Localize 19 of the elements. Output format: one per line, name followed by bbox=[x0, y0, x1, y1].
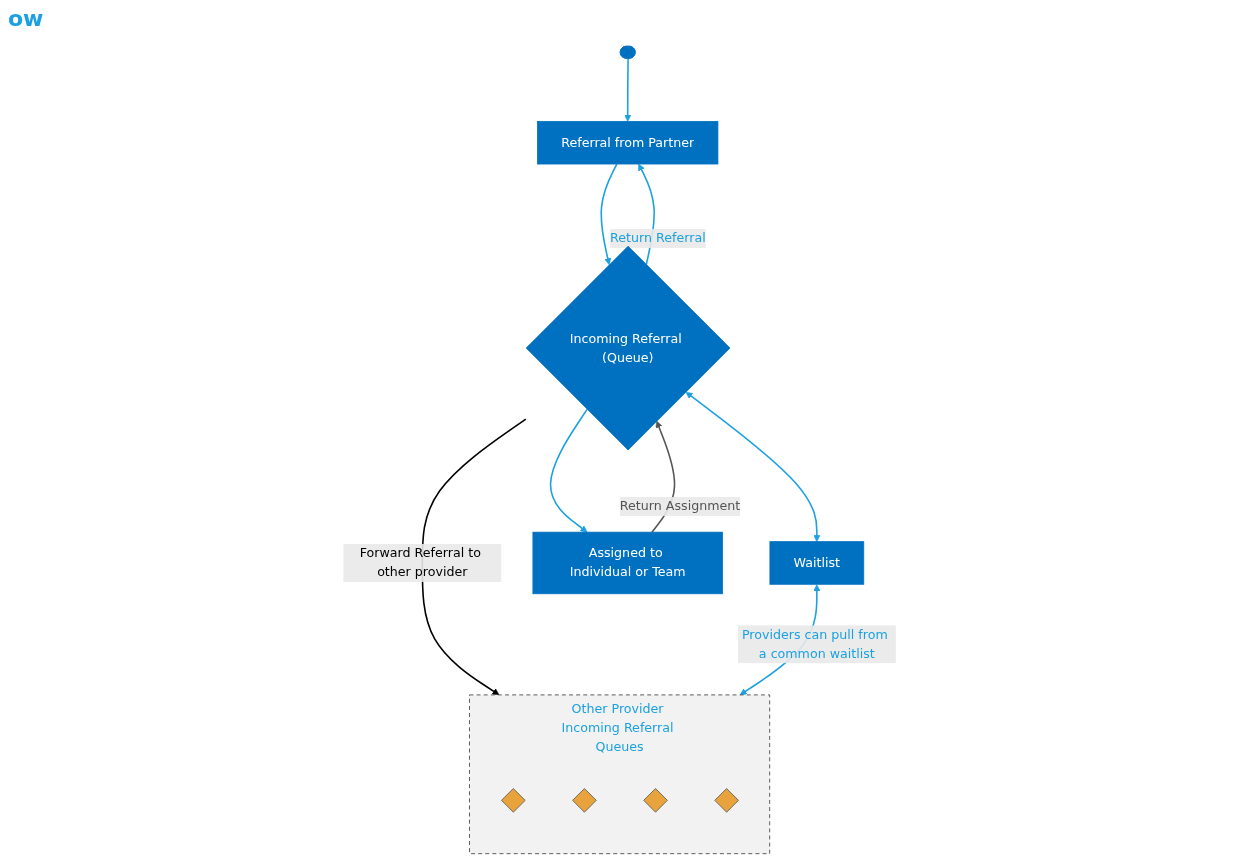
edge-label: Providers can pull from a common waitlist bbox=[742, 626, 889, 661]
arrow bbox=[686, 391, 821, 542]
edge-label: Return Referral bbox=[610, 230, 707, 246]
edge-label: Forward Referral to other provider bbox=[360, 545, 482, 580]
diagram-title: ow bbox=[8, 6, 44, 31]
node-box: Waitlist bbox=[769, 541, 865, 585]
node-box: Referral from Partner bbox=[537, 120, 719, 165]
edge-label: Return Assignment bbox=[620, 498, 741, 514]
arrow bbox=[624, 57, 632, 122]
node-diamond bbox=[714, 788, 740, 813]
node-diamond bbox=[501, 788, 526, 813]
cluster: Other Provider Incoming Referral Queues bbox=[469, 694, 771, 855]
node-box: Assigned to Individual or Team bbox=[532, 531, 724, 595]
arrow bbox=[550, 408, 589, 533]
node-diamond bbox=[572, 788, 598, 813]
arrow bbox=[600, 163, 619, 266]
node-diamond bbox=[643, 788, 669, 813]
arrow bbox=[421, 418, 527, 696]
node-diamond: Incoming Referral (Queue) bbox=[526, 245, 731, 451]
